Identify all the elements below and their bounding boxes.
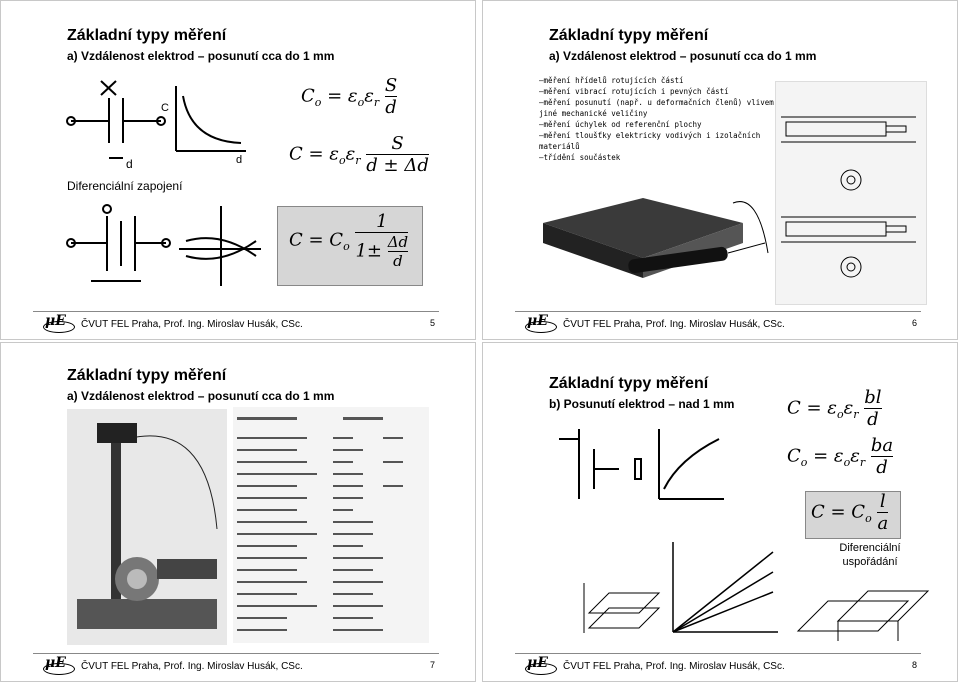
slide-number: 6: [911, 318, 917, 328]
list-item: materiálů: [539, 142, 580, 151]
slide-number: 7: [429, 660, 435, 670]
electrode-diagram: [559, 429, 724, 500]
ue-logo-icon: μE: [525, 655, 557, 675]
ue-logo-icon: μE: [43, 655, 75, 675]
list-item: –měření tloušťky elektricky vodivých i i…: [539, 131, 761, 140]
ue-logo-icon: μE: [43, 313, 75, 333]
measurement-stand-photo: [67, 409, 227, 645]
slide-footer: μE ČVUT FEL Praha, Prof. Ing. Miroslav H…: [483, 309, 957, 339]
slide-number: 8: [911, 660, 917, 670]
list-item: –měření vibrací rotujících i pevných čás…: [539, 87, 729, 96]
slide-8[interactable]: Základní typy měření b) Posunutí elektro…: [482, 342, 958, 682]
slide-subtitle: b) Posunutí elektrod – nad 1 mm: [549, 397, 735, 411]
application-list: –měření hřídelů rotujících částí –měření…: [539, 75, 774, 163]
list-item: –měření posunutí (např. u deformačních č…: [539, 98, 774, 107]
plates-drawing: [583, 583, 661, 633]
differential-diagram: [66, 204, 261, 286]
differential-label: Diferenciální zapojení: [67, 179, 183, 193]
list-item: –třídění součástek: [539, 153, 621, 162]
probe-photo: [543, 198, 769, 278]
footer-credit: ČVUT FEL Praha, Prof. Ing. Miroslav Husá…: [81, 661, 303, 672]
list-item: jiné mechanické veličiny: [539, 109, 648, 118]
svg-text:d: d: [236, 154, 242, 166]
slide-footer: μE ČVUT FEL Praha, Prof. Ing. Miroslav H…: [1, 651, 475, 681]
footer-credit: ČVUT FEL Praha, Prof. Ing. Miroslav Husá…: [563, 319, 785, 330]
capacitance-graph: C d: [161, 86, 246, 166]
formula-3-box: [277, 206, 423, 286]
formula-3-box: [805, 491, 901, 539]
slide-title: Základní typy měření: [549, 375, 709, 392]
technical-drawing: [775, 81, 927, 305]
slide-title: Základní typy měření: [67, 27, 227, 44]
svg-text:C: C: [161, 102, 169, 114]
list-item: –měření úchylek od referenční plochy: [539, 120, 702, 129]
differential-drawing: [796, 590, 930, 641]
slide-footer: μE ČVUT FEL Praha, Prof. Ing. Miroslav H…: [1, 309, 475, 339]
linear-graph: [672, 542, 778, 633]
slide-5[interactable]: Základní typy měření a) Vzdálenost elekt…: [0, 0, 476, 340]
slide-7[interactable]: Základní typy měření a) Vzdálenost elekt…: [0, 342, 476, 682]
slide-subtitle: a) Vzdálenost elektrod – posunutí cca do…: [67, 49, 335, 63]
slide-footer: μE ČVUT FEL Praha, Prof. Ing. Miroslav H…: [483, 651, 957, 681]
ue-logo-icon: μE: [525, 313, 557, 333]
footer-credit: ČVUT FEL Praha, Prof. Ing. Miroslav Husá…: [563, 661, 785, 672]
svg-text:d: d: [126, 157, 133, 171]
parameter-table-scan: [233, 407, 429, 643]
capacitor-plates-diagram: d: [66, 80, 166, 171]
slide-subtitle: a) Vzdálenost elektrod – posunutí cca do…: [67, 389, 335, 403]
slide-title: Základní typy měření: [549, 27, 709, 44]
slide-title: Základní typy měření: [67, 367, 227, 384]
slide-subtitle: a) Vzdálenost elektrod – posunutí cca do…: [549, 49, 817, 63]
footer-credit: ČVUT FEL Praha, Prof. Ing. Miroslav Husá…: [81, 319, 303, 330]
slide-6[interactable]: Základní typy měření a) Vzdálenost elekt…: [482, 0, 958, 340]
list-item: –měření hřídelů rotujících částí: [539, 76, 684, 85]
slide-number: 5: [429, 318, 435, 328]
differential-label: Diferenciální uspořádání: [839, 542, 901, 568]
